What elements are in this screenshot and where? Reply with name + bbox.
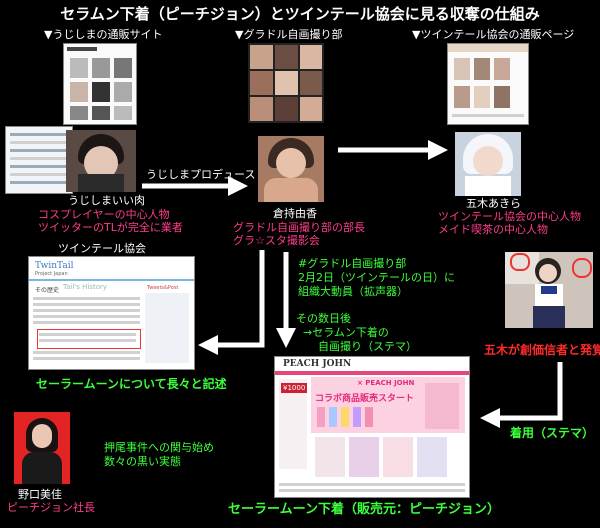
peach-price: ¥1000 bbox=[281, 383, 308, 393]
page-title: セラムン下着（ピーチジョン）とツインテール協会に見る収奪の仕組み bbox=[60, 5, 540, 23]
kuramochi-role-1: グラドル自画撮り部の部長 bbox=[233, 221, 365, 234]
twintail-twitter-label: Tweets&Post bbox=[147, 285, 179, 291]
kuramochi-role-2: グラ☆スタ撮影会 bbox=[233, 234, 320, 247]
peach-banner: コラボ商品販売スタート bbox=[315, 394, 415, 404]
twintail-assoc-label: ツインテール協会 bbox=[58, 242, 146, 255]
arrow-wear bbox=[480, 362, 563, 428]
peach-john-website: PEACH JOHN ¥1000 × PEACH JOHN コラボ商品販売スター… bbox=[274, 356, 470, 498]
peach-logo: PEACH JOHN bbox=[283, 359, 352, 369]
goki-name: 五木あきら bbox=[466, 197, 521, 210]
ujishima-twitter-screenshot bbox=[5, 126, 73, 194]
ujishima-role-2: ツイッターのTLが完全に業者 bbox=[38, 221, 183, 234]
twintail-site-sub: Project Japan bbox=[35, 271, 68, 277]
noguchi-name: 野口美佳 bbox=[18, 488, 62, 501]
ujishima-name: うじしまいい肉 bbox=[68, 194, 145, 207]
twintail-assoc-website: TwinTail Project Japan その歴史 Tail's Histo… bbox=[28, 256, 195, 370]
event-text-1: #グラドル自画撮り部 bbox=[298, 257, 407, 270]
gravure-club-collage bbox=[248, 43, 324, 123]
noguchi-portrait bbox=[14, 412, 70, 484]
twintail-shop-screenshot bbox=[447, 43, 529, 125]
goki-role-2: メイド喫茶の中心人物 bbox=[438, 223, 548, 236]
kuramochi-name: 倉持由香 bbox=[273, 207, 317, 220]
oshio-text-2: 数々の黒い実態 bbox=[104, 455, 181, 468]
peach-collab: × PEACH JOHN bbox=[357, 379, 415, 387]
event-text-2: 2月2日（ツインテールの日）に bbox=[298, 271, 455, 284]
produce-label: うじしまプロデュース bbox=[146, 168, 256, 181]
arrow-to-twintail-site bbox=[198, 250, 265, 355]
later-text-1: その数日後 bbox=[296, 312, 351, 325]
product-label: セーラームーン下着（販売元：ピーチジョン） bbox=[228, 502, 500, 517]
goki-role-1: ツインテール協会の中心人物 bbox=[438, 210, 581, 223]
wear-label: 着用（ステマ） bbox=[510, 426, 595, 440]
twintail-history: Tail's History bbox=[63, 283, 107, 291]
sailor-moon-write-label: セーラームーンについて長々と記述 bbox=[36, 377, 227, 391]
twintail-site-logo: TwinTail bbox=[35, 261, 74, 271]
header-twintail-shop: ▼ツインテール協会の通販ページ bbox=[412, 28, 575, 41]
ujishima-shop-screenshot bbox=[63, 43, 137, 125]
header-gravure-club: ▼グラドル自画撮り部 bbox=[235, 28, 343, 41]
goki-portrait bbox=[455, 132, 521, 196]
oshio-text-1: 押尾事件への関与始め bbox=[104, 441, 214, 454]
header-ujishima-shop: ▼うじしまの通販サイト bbox=[44, 28, 163, 41]
highlight-circle-left bbox=[510, 253, 530, 271]
ujishima-role-1: コスプレイヤーの中心人物 bbox=[38, 208, 170, 221]
highlight-circle-right bbox=[572, 258, 592, 278]
ujishima-portrait bbox=[66, 130, 136, 192]
later-text-3: 自画撮り（ステマ） bbox=[318, 340, 417, 353]
kuramochi-portrait bbox=[258, 136, 324, 202]
later-text-2: →セラムン下着の bbox=[303, 326, 389, 339]
twintail-history-jp: その歴史 bbox=[35, 287, 60, 294]
goki-origin-label: 五木が創価信者と発覚 bbox=[484, 343, 600, 357]
event-text-3: 組織大動員（拡声器） bbox=[298, 285, 408, 298]
noguchi-role: ピーチジョン社長 bbox=[7, 501, 95, 514]
